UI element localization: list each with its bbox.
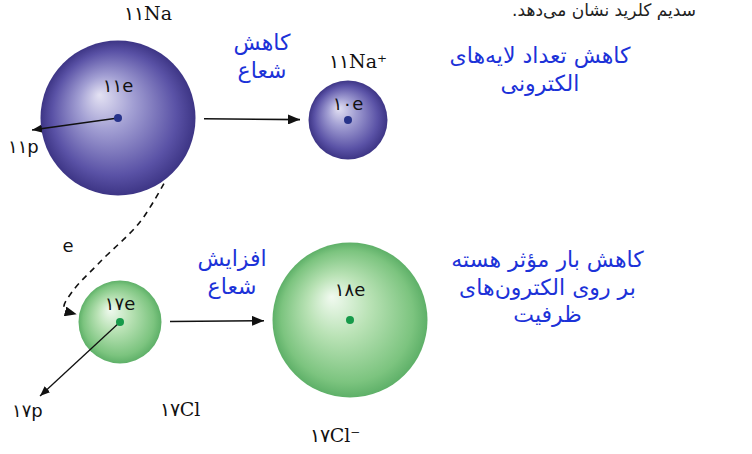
ion-symbol: ۱۷Cl⁻ <box>310 424 361 447</box>
sphere-outline <box>78 280 162 364</box>
ion-symbol: ۱۷Cl <box>160 398 201 421</box>
sphere-outline <box>308 80 388 160</box>
atom-sphere: ۱۱Na⁺۱۰e <box>308 80 388 160</box>
sphere-outline <box>40 40 196 196</box>
electron-count: ۱۱e <box>103 75 133 97</box>
nucleus-dot <box>114 114 122 122</box>
electron-cloud <box>41 41 196 196</box>
nucleus-dot <box>116 318 124 326</box>
proton-count: ۱۱p <box>8 136 39 158</box>
edge-label: e <box>60 235 75 257</box>
electron-count: ۱۸e <box>335 279 365 301</box>
sphere-outline <box>272 242 428 398</box>
reaction-arrow <box>170 320 264 322</box>
handwritten-note: کاهش تعداد لایه‌های الکترونی <box>440 42 640 97</box>
ion-symbol: ۱۱Na <box>124 2 172 25</box>
leader-line <box>40 322 120 396</box>
handwritten-note: کاهش بار مؤثر هسته بر روی الکترون‌های ظر… <box>440 246 655 329</box>
atom-sphere: ۱۱Na۱۱e <box>40 40 196 196</box>
electron-count: ۱۰e <box>333 93 363 115</box>
edge-label: افزایش شعاع <box>192 245 272 300</box>
electron-cloud <box>79 281 162 364</box>
caption-fragment: سدیم کلرید نشان می‌دهد. <box>512 0 696 20</box>
electron-count: ۱۷e <box>105 293 135 315</box>
nucleus-dot <box>344 116 352 124</box>
atom-sphere: ۱۷Cl⁻۱۸e <box>272 242 428 398</box>
ion-symbol: ۱۱Na⁺ <box>329 50 387 73</box>
proton-count: ۱۷p <box>12 400 43 422</box>
leader-line <box>32 118 118 130</box>
edge-label: کاهش شعاع <box>225 29 299 84</box>
electron-cloud <box>273 243 428 398</box>
atom-sphere: ۱۷Cl۱۷e <box>78 280 162 364</box>
electron-cloud <box>309 81 388 160</box>
nucleus-dot <box>346 316 354 324</box>
reaction-arrow <box>204 118 300 120</box>
